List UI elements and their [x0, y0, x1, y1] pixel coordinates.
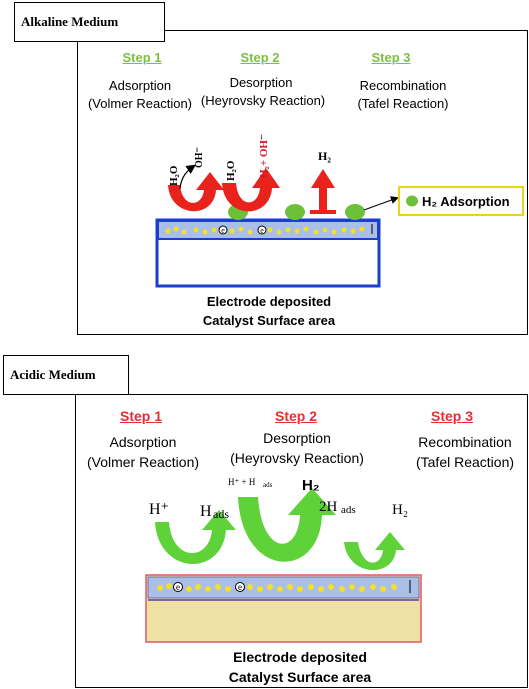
alkaline-mechanism-diagram: e e H₂O OH⁻ H₂O H₂+ OH⁻ H₂ H₂ Adsorption	[155, 134, 524, 288]
alkaline-legend-pointer	[363, 196, 399, 211]
acidic-label-h-ads-h: H	[200, 503, 212, 520]
acidic-label-h-ads-sub: ads	[213, 507, 229, 521]
alkaline-caption-line-1: Electrode deposited	[206, 294, 332, 309]
acidic-heyrovsky-arrow	[238, 488, 336, 562]
alkaline-legend-bubble	[406, 195, 418, 207]
acidic-caption-line-2: Catalyst Surface area	[228, 669, 372, 685]
acidic-medium-title: Acidic Medium	[3, 355, 129, 395]
acidic-label-h-plus-hads: H⁺ + H ads	[228, 477, 273, 489]
alkaline-oh-release-arrow	[179, 164, 196, 190]
alkaline-caption-line-2: Catalyst Surface area	[202, 313, 336, 328]
acidic-tafel-arrow	[344, 532, 405, 571]
acidic-step-1-name: Adsorption	[109, 434, 177, 450]
acidic-label-h2-right: H₂	[392, 502, 408, 518]
acidic-step-2: Step 2	[274, 408, 318, 424]
acidic-electron-1: e	[173, 582, 183, 592]
acidic-step-3: Step 3	[430, 408, 474, 424]
acidic-label-2h: 2H	[319, 499, 338, 515]
svg-text:e: e	[176, 582, 180, 592]
svg-text:e: e	[221, 226, 225, 235]
acidic-label-2h-sub: ads	[341, 504, 356, 516]
alkaline-tafel-arrow	[310, 169, 336, 214]
alkaline-step-3: Step 3	[371, 50, 411, 65]
acidic-label-h-plus-h: H⁺ + H	[228, 477, 256, 487]
alkaline-label-oh-1: OH⁻	[194, 147, 205, 168]
alkaline-step-1: Step 1	[122, 50, 162, 65]
alkaline-h-bubble-2	[285, 204, 305, 220]
acidic-label-h2-mid: H₂	[302, 477, 320, 494]
acidic-caption-line-1: Electrode deposited	[233, 649, 367, 665]
alkaline-legend-text: H₂ Adsorption	[422, 194, 510, 209]
alkaline-step-1-reaction: (Volmer Reaction)	[87, 96, 193, 111]
acidic-label-2h-ads: 2H ads	[319, 499, 356, 516]
acidic-step-1-reaction: (Volmer Reaction)	[86, 454, 200, 470]
alkaline-step-1-name: Adsorption	[108, 78, 172, 93]
acidic-catalyst-layer	[147, 576, 420, 599]
acidic-label-h-plus-hads-sub: ads	[263, 481, 273, 489]
acidic-label-h-plus: H⁺	[149, 501, 169, 518]
alkaline-label-h2-top: H₂	[318, 149, 331, 163]
alkaline-step-2-name: Desorption	[229, 75, 293, 90]
alkaline-volmer-arrow	[168, 172, 224, 212]
alkaline-step-2: Step 2	[240, 50, 280, 65]
svg-text:e: e	[238, 582, 242, 592]
alkaline-label-h2o-1: H₂O	[168, 165, 180, 186]
alkaline-medium-title: Alkaline Medium	[14, 2, 165, 42]
acidic-volmer-arrow	[155, 510, 236, 564]
acidic-step-3-name: Recombination	[418, 434, 512, 450]
alkaline-step-3-reaction: (Tafel Reaction)	[357, 96, 449, 111]
acidic-step-2-name: Desorption	[263, 430, 331, 446]
alkaline-label-h2o-2: H₂O	[225, 160, 237, 181]
alkaline-step-2-reaction: (Heyrovsky Reaction)	[200, 93, 326, 108]
alkaline-electron-1: e	[218, 225, 228, 235]
alkaline-step-3-name: Recombination	[359, 78, 447, 93]
acidic-electron-2: e	[235, 582, 245, 592]
acidic-step-1: Step 1	[119, 408, 163, 424]
alkaline-electron-2: e	[257, 225, 267, 235]
acidic-catalyst-particles	[157, 583, 397, 592]
alkaline-heyrovsky-arrow	[222, 168, 280, 212]
alkaline-label-h2-oh: H₂+ OH⁻	[258, 134, 270, 178]
acidic-step-2-reaction: (Heyrovsky Reaction)	[230, 450, 364, 466]
alkaline-catalyst-particles	[165, 226, 365, 235]
alkaline-h-bubble-3	[345, 204, 365, 220]
acidic-label-h-ads: H ads	[200, 503, 229, 521]
svg-text:e: e	[260, 226, 264, 235]
alkaline-legend-box	[398, 186, 524, 216]
acidic-step-3-reaction: (Tafel Reaction)	[415, 454, 515, 470]
